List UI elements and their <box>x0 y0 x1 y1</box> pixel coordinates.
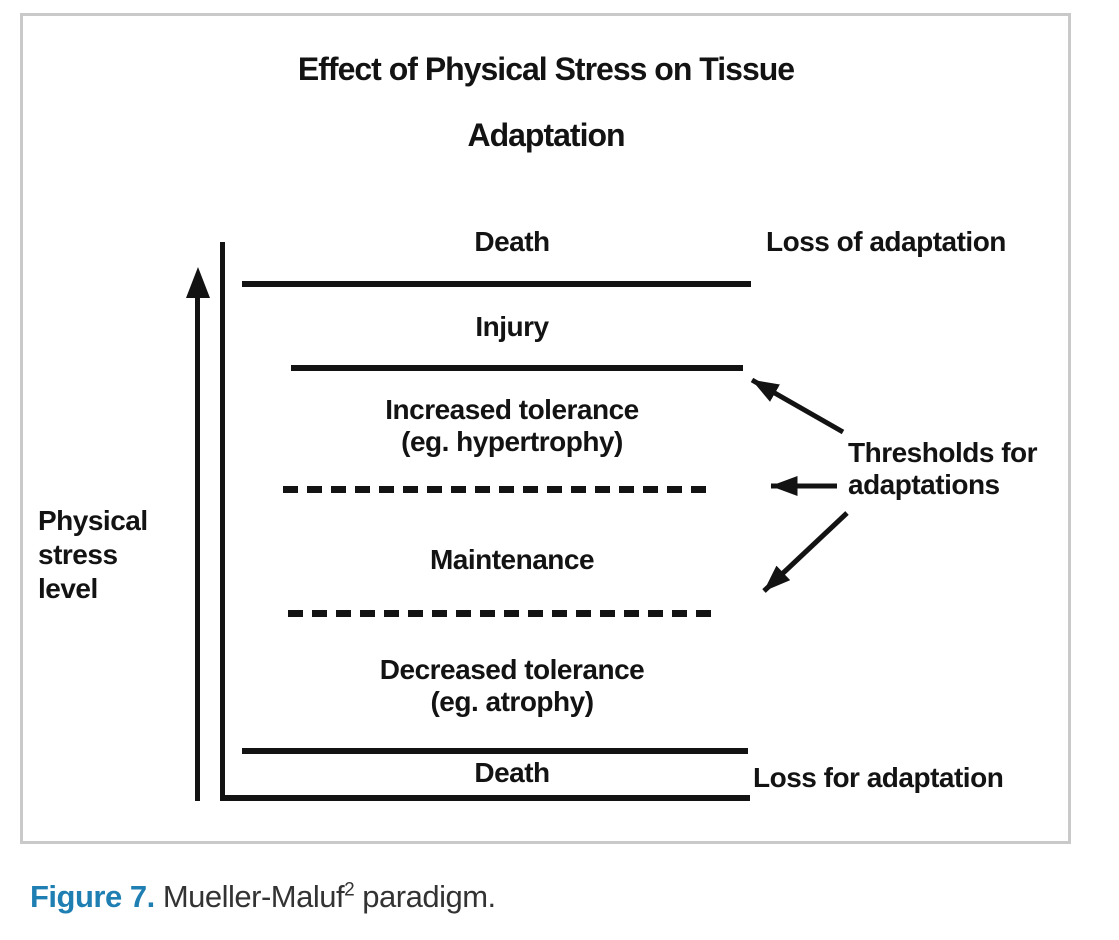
thresholds-line2: adaptations <box>848 469 1000 500</box>
zone-label-decreased-tolerance: Decreased tolerance (eg. atrophy) <box>222 654 802 718</box>
zone-label-injury: Injury <box>475 311 549 342</box>
figure-caption-label: Figure 7. <box>30 879 155 914</box>
y-axis-label-line1: Physical <box>38 505 148 536</box>
y-axis-label-line3: level <box>38 573 98 604</box>
figure-caption: Figure 7. Mueller-Maluf2 paradigm. <box>30 879 496 915</box>
decreased-tolerance-line2: (eg. atrophy) <box>430 686 594 717</box>
y-axis-arrow-shaft <box>195 290 200 801</box>
injury-tolerance-boundary-line <box>291 365 743 371</box>
y-axis-line <box>220 242 225 801</box>
thresholds-line1: Thresholds for <box>848 437 1038 468</box>
decreased-tolerance-line1: Decreased tolerance <box>379 654 645 685</box>
y-axis-label: Physical stress level <box>38 504 148 606</box>
figure-title-line1: Effect of Physical Stress on Tissue <box>297 51 795 87</box>
figure-caption-text: Mueller-Maluf <box>154 879 345 914</box>
figure-caption-superscript: 2 <box>344 879 355 901</box>
zone-label-death-bottom: Death <box>474 757 550 788</box>
annotation-thresholds: Thresholds for adaptations <box>848 437 1038 501</box>
death-bottom-boundary-line <box>242 748 748 754</box>
zone-label-maintenance: Maintenance <box>429 544 595 575</box>
x-axis-baseline <box>220 795 750 801</box>
up-arrow-icon <box>186 267 210 298</box>
lower-threshold-dashed-line <box>288 610 714 617</box>
increased-tolerance-line1: Increased tolerance <box>385 394 639 425</box>
annotation-loss-for-adaptation: Loss for adaptation <box>753 762 1004 793</box>
figure-title-line2: Adaptation <box>467 117 625 153</box>
y-axis-label-line2: stress <box>38 539 118 570</box>
upper-threshold-dashed-line <box>283 486 714 493</box>
zone-label-increased-tolerance: Increased tolerance (eg. hypertrophy) <box>222 394 802 458</box>
increased-tolerance-line2: (eg. hypertrophy) <box>401 426 623 457</box>
figure-caption-text-end: paradigm. <box>354 879 496 914</box>
death-injury-boundary-line <box>242 281 751 287</box>
zone-label-death-top: Death <box>474 226 550 257</box>
annotation-loss-of-adaptation: Loss of adaptation <box>766 226 1006 257</box>
